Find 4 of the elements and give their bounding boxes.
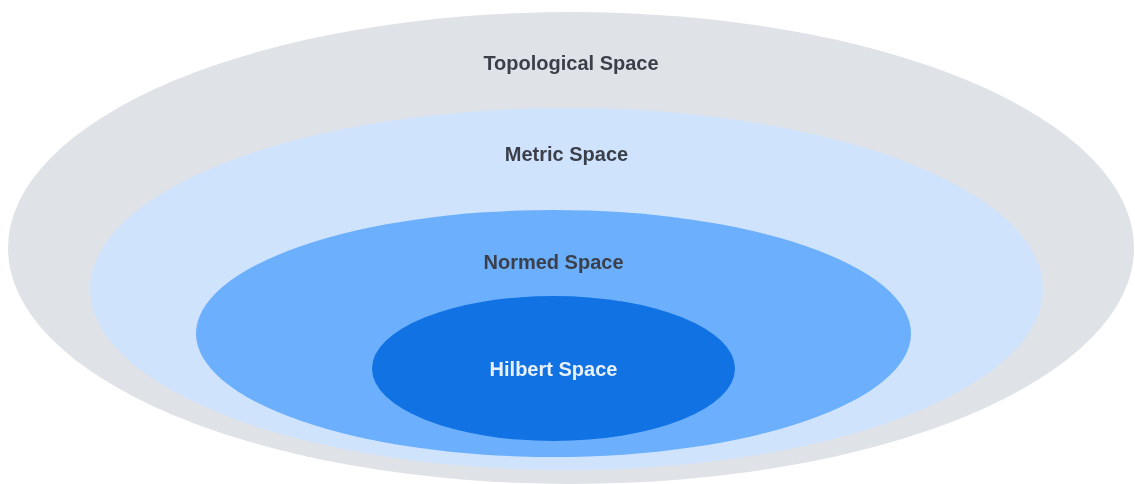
region-label: Topological Space [483, 51, 659, 75]
region-label: Normed Space [483, 250, 624, 274]
region-label: Hilbert Space [489, 357, 618, 380]
region-label: Metric Space [504, 142, 629, 166]
